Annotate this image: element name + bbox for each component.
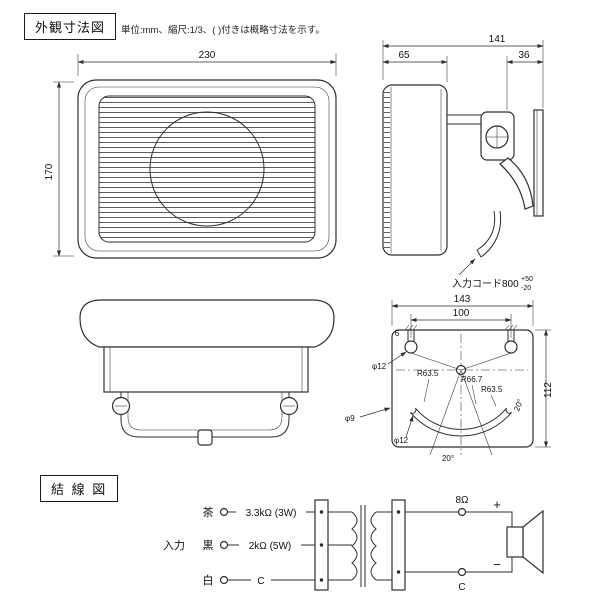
drawing-title-box: 外観寸法図 <box>24 13 117 40</box>
wire-black-label: 黒 <box>203 539 214 552</box>
dim-radius-1: R63.5 <box>417 369 439 378</box>
speaker-bottom-bezel <box>79 299 335 348</box>
cord-tolerance-minus: -20 <box>521 285 531 292</box>
terminal-strip-secondary <box>391 499 406 591</box>
dim-hole-top: φ12 <box>372 362 387 371</box>
input-cord <box>480 210 502 258</box>
side-view: 入力コード800 +50 -20 141 65 36 <box>382 34 544 292</box>
cord-tolerance-plus: +50 <box>521 276 533 283</box>
bracket-arm <box>499 157 534 210</box>
tap-2k-label: 2kΩ (5W) <box>249 541 291 552</box>
grille-side-hatch <box>384 91 390 249</box>
transformer-secondary-coil <box>370 511 377 581</box>
speaker-icon-driver <box>506 526 524 558</box>
dim-angle-right: 20° <box>512 398 525 412</box>
dim-radius-3: R63.5 <box>481 385 503 394</box>
mount-strap-inner <box>127 392 283 431</box>
terminal-8ohm <box>457 507 467 517</box>
wire-brown-label: 茶 <box>203 506 214 519</box>
dim-tab-hole: φ9 <box>345 414 355 423</box>
dim-hole-span: 100 <box>453 308 470 319</box>
dim-side-depth: 65 <box>398 50 410 61</box>
tap-33k-label: 3.3kΩ (3W) <box>246 508 297 519</box>
polarity-minus: − <box>493 557 501 572</box>
tap-common-label: C <box>257 576 264 587</box>
terminal-common <box>457 567 467 577</box>
transformer-primary-coil <box>351 511 358 581</box>
dim-slot-width: 6 <box>395 329 400 338</box>
bottom-view <box>79 299 335 446</box>
dim-hole-bottom: φ12 <box>394 436 409 445</box>
dim-side-total: 141 <box>489 34 506 45</box>
terminal-white <box>219 575 229 585</box>
dim-side-bracket: 36 <box>518 50 530 61</box>
input-label: 入力 <box>163 539 185 552</box>
keyhole-right <box>504 340 518 354</box>
adjustment-arc-slot <box>410 407 512 437</box>
dim-front-width: 230 <box>199 50 216 61</box>
speaker-front-bezel <box>84 86 330 252</box>
wall-plate-face <box>391 329 534 448</box>
dim-front-height: 170 <box>44 163 55 180</box>
polarity-plus: + <box>493 497 501 512</box>
speaker-side-outline <box>382 84 448 256</box>
common-label: C <box>458 582 465 593</box>
keyhole-left <box>404 340 418 354</box>
wiring-title-box: 結 線 図 <box>40 475 119 502</box>
unit-scale-note: 単位:mm、縮尺:1/3、( )付きは概略寸法を示す。 <box>121 25 325 36</box>
dim-angle-bottom: 20° <box>442 454 454 463</box>
dim-radius-2: R66.7 <box>461 375 483 384</box>
wiring-diagram: 茶 入力 黒 白 3.3kΩ (3W) 2kΩ (5W) C <box>163 495 544 593</box>
impedance-label: 8Ω <box>455 495 469 506</box>
dim-plate-width: 143 <box>454 294 471 305</box>
bracket-plate-view: 143 100 112 6 φ12 φ12 φ9 R63.5 R66.7 R63… <box>345 294 554 463</box>
speaker-grille <box>98 95 316 243</box>
speaker-bottom-body <box>103 346 309 393</box>
terminal-black <box>219 540 229 550</box>
terminal-brown <box>219 507 229 517</box>
speaker-cone-circle <box>149 111 265 227</box>
cord-length-label: 入力コード800 <box>452 277 519 290</box>
front-view: 230 170 <box>44 50 337 259</box>
dim-plate-height: 112 <box>543 382 554 398</box>
speaker-icon <box>522 509 544 575</box>
strap-center-tab <box>197 429 213 446</box>
wire-white-label: 白 <box>203 573 214 587</box>
wall-plate-side <box>533 109 544 217</box>
